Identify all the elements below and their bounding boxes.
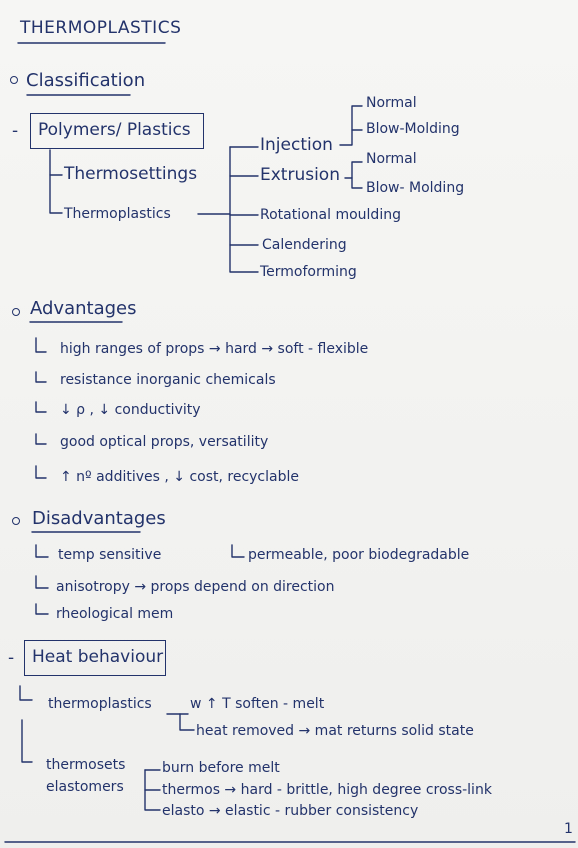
classification-branch — [49, 149, 63, 214]
disadvantage-rheological: rheological mem — [56, 606, 174, 622]
advantage-item: ↑ nº additives , ↓ cost, recyclable — [60, 469, 299, 485]
classification-heading: Classification — [26, 70, 146, 91]
heat-thermosets: thermosets — [46, 757, 126, 773]
advantage-item: good optical props, versatility — [60, 434, 269, 450]
heat-thermoplastics: thermoplastics — [48, 696, 152, 712]
advantage-item: high ranges of props → hard → soft - fle… — [60, 341, 369, 357]
disadvantage-temp: temp sensitive — [58, 547, 162, 563]
heat-tp-soften: w ↑ T soften - melt — [190, 696, 325, 712]
thermosettings-label: Thermosettings — [64, 164, 198, 184]
heat-elastomers: elastomers — [46, 779, 124, 795]
extrusion-blow: Blow- Molding — [366, 180, 465, 196]
dash-marker: - — [8, 648, 15, 668]
heat-tp-removed: heat removed → mat returns solid state — [196, 723, 474, 739]
heat-ts-thermos: thermos → hard - brittle, high degree cr… — [162, 782, 492, 798]
polymers-box — [30, 113, 204, 149]
heat-ts-burn: burn before melt — [162, 760, 280, 776]
bullet-marker — [12, 308, 20, 316]
bullet-marker — [10, 76, 18, 84]
heat-behaviour-box — [24, 640, 166, 676]
extrusion-normal: Normal — [366, 151, 417, 167]
advantages-heading: Advantages — [30, 298, 137, 319]
calendering-label: Calendering — [262, 237, 347, 253]
page-title: THERMOPLASTICS — [20, 18, 182, 38]
extrusion-label: Extrusion — [260, 165, 340, 185]
dash-marker: - — [12, 121, 19, 141]
disadvantages-heading: Disadvantages — [32, 508, 166, 529]
injection-normal: Normal — [366, 95, 417, 111]
injection-blow: Blow-Molding — [366, 121, 460, 137]
heat-behaviour-label: Heat behaviour — [32, 647, 164, 667]
disadvantage-anisotropy: anisotropy → props depend on direction — [56, 579, 335, 595]
injection-label: Injection — [260, 135, 333, 155]
heat-ts-elasto: elasto → elastic - rubber consistency — [162, 803, 419, 819]
polymers-label: Polymers/ Plastics — [38, 120, 191, 140]
termoforming-label: Termoforming — [260, 264, 357, 280]
advantage-item: resistance inorganic chemicals — [60, 372, 276, 388]
page-number: 1 — [564, 821, 573, 837]
rotational-label: Rotational moulding — [260, 207, 401, 223]
disadvantage-permeable: permeable, poor biodegradable — [248, 547, 470, 563]
thermoplastics-label: Thermoplastics — [64, 206, 171, 222]
bullet-marker — [12, 517, 20, 525]
advantage-item: ↓ ρ , ↓ conductivity — [60, 402, 201, 418]
